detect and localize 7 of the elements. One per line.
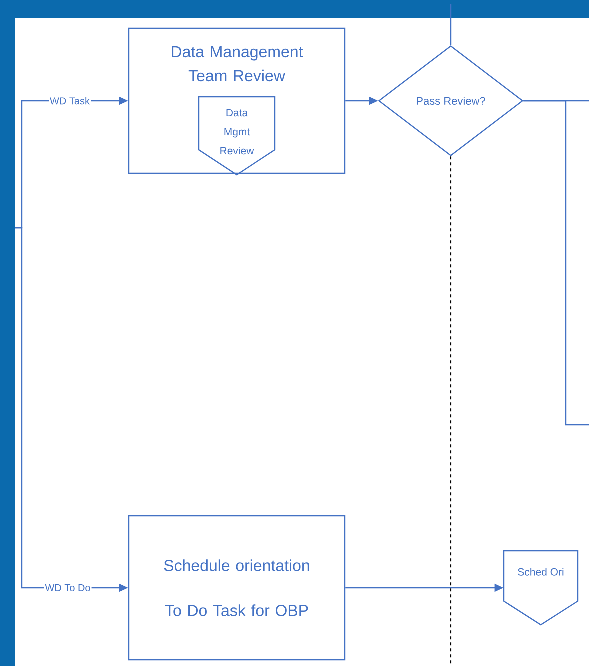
connector [450, 156, 452, 666]
off-page-connector: Data Mgmt Review [198, 96, 276, 176]
edge-label: WD To Do [44, 584, 92, 592]
connector [450, 4, 452, 46]
connector [524, 100, 589, 426]
process-box: Schedule orientation To Do Task for OBP [128, 515, 346, 661]
off-page-connector: Sched Ori [503, 550, 579, 626]
